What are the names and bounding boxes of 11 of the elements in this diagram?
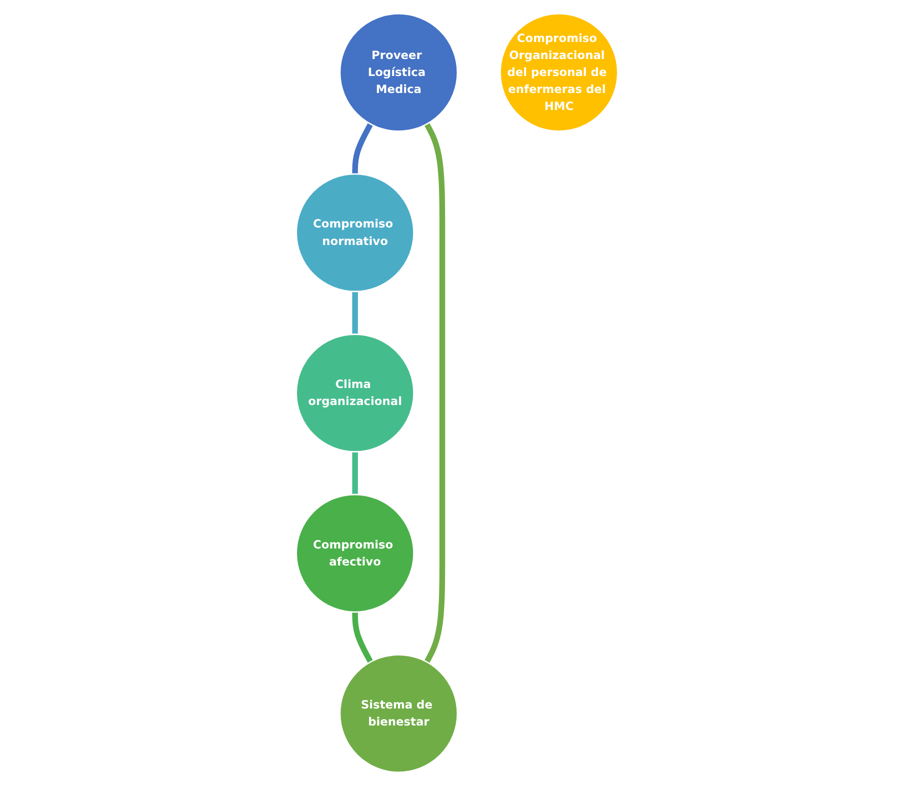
node-circle: Proveer Logística Medica <box>339 12 458 132</box>
connector <box>352 291 358 334</box>
node-circle: Compromiso Organizacional del personal de enfermeras del HMC <box>499 12 618 132</box>
node-circle: Clima organizacional <box>296 333 415 452</box>
connector <box>352 122 374 174</box>
node-circle: Compromiso normativo <box>296 172 415 292</box>
connector <box>352 451 358 494</box>
connector <box>424 122 446 663</box>
node-circle: Compromiso afectivo <box>296 493 415 612</box>
node-circle: Sistema de bienestar <box>339 654 458 773</box>
connector <box>352 612 374 663</box>
